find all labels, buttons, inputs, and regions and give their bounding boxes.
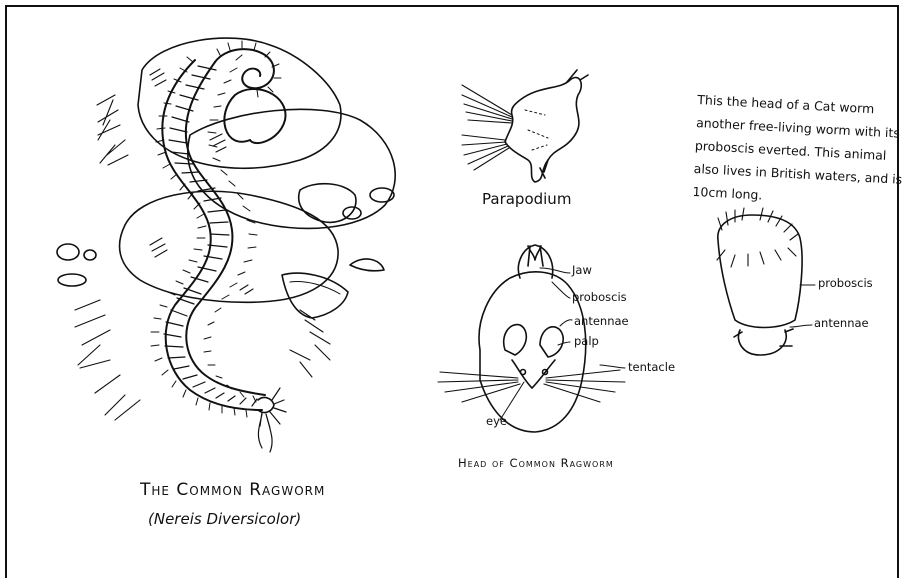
head-title: Head of Common Ragworm (458, 456, 614, 470)
seaweed-center (290, 310, 330, 377)
catworm-papillae (717, 208, 798, 267)
head-jaws (528, 246, 543, 266)
pebble (84, 250, 96, 260)
pebble (58, 274, 86, 286)
head-antennae-pair (504, 325, 564, 357)
seaweed-bottom (75, 300, 140, 420)
head-snout (512, 360, 555, 388)
pebble (57, 244, 79, 260)
main-subtitle: (Nereis Diversicolor) (148, 510, 301, 528)
catworm-head-diagram (717, 208, 815, 355)
label-antennae: antennae (574, 314, 629, 328)
label-tentacle: tentacle (628, 360, 675, 374)
head-tentacles (438, 370, 625, 402)
catworm-head (738, 330, 786, 355)
ragworm-parapodia (151, 55, 257, 417)
rock-small (299, 184, 356, 223)
label-eye: eye (486, 414, 507, 428)
label-jaw: Jaw (572, 263, 592, 277)
head-body (479, 272, 586, 432)
shell (282, 273, 348, 318)
ragworm-tail-curl (215, 49, 274, 88)
label-catworm-proboscis: proboscis (818, 276, 873, 290)
parapodium-drawing (462, 70, 588, 182)
main-title: The Common Ragworm (140, 480, 325, 500)
label-catworm-antennae: antennae (814, 316, 869, 330)
pebble (350, 259, 384, 271)
label-palp: palp (574, 334, 599, 348)
catworm-proboscis (718, 215, 802, 328)
seaweed-left (97, 95, 128, 165)
parapodium-label: Parapodium (482, 190, 571, 208)
rock-middle (120, 191, 339, 302)
catworm-note: This the head of a Cat worm another free… (692, 88, 906, 214)
label-proboscis: proboscis (572, 290, 627, 304)
